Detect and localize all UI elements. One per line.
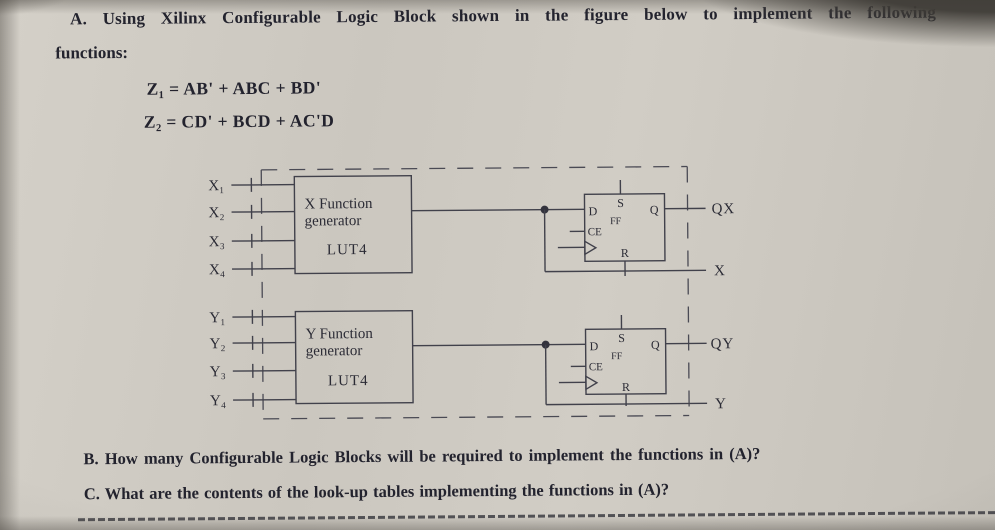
question-b-line: B. How many Configurable Logic Blocks wi… — [83, 444, 760, 469]
clb-boundary-right — [686, 166, 690, 416]
y-input-label-2: Y₂ — [209, 336, 225, 352]
question-a-label: A. — [69, 9, 88, 29]
x-ff-s-label: S — [617, 196, 624, 210]
y-gen-to-ff-line — [412, 343, 586, 347]
clb-diagram: X₁ X₂ X₃ X₄ X Function generator LUT4 — [208, 165, 736, 420]
y-ff-ce-label: CE — [589, 361, 603, 373]
y-ff-r-label: R — [622, 380, 630, 394]
x-ff-ce-label: CE — [588, 226, 602, 238]
bottom-dashed-separator — [77, 511, 995, 522]
x-input-label-2: X₂ — [208, 205, 224, 221]
equation-z2: Z₂ = CD' + BCD + AC'D — [143, 110, 335, 132]
qx-output-label: QX — [712, 201, 736, 217]
clb-boundary-bottom — [263, 414, 690, 420]
y-input-label-1: Y₁ — [209, 310, 225, 326]
x-input-label-4: X₄ — [209, 262, 225, 278]
y-input-label-4: Y₄ — [210, 393, 226, 409]
y-ff-q-label: Q — [651, 338, 660, 352]
question-c-line: C. What are the contents of the look-up … — [84, 480, 669, 505]
x-ff-r-label: R — [621, 246, 629, 260]
clb-boundary-top — [261, 165, 688, 171]
x-ff-label: FF — [610, 216, 622, 227]
y-generator-line1: Y Function — [305, 326, 373, 343]
y-output-label: Y — [715, 396, 727, 412]
x-output-label: X — [714, 263, 726, 279]
equation-z1: Z₁ = AB' + ABC + BD' — [146, 77, 322, 99]
question-b-text: How many Configurable Logic Blocks will … — [104, 443, 761, 469]
y-ff-s-label: S — [618, 331, 625, 345]
x-ff-d-label: D — [589, 204, 598, 218]
question-a-text: Using Xilinx Configurable Logic Block sh… — [102, 2, 937, 29]
y-ff-d-label: D — [590, 339, 599, 353]
question-a-line2: functions: — [55, 42, 129, 63]
question-b-label: B. — [83, 449, 99, 469]
y-generator-line2: generator — [306, 343, 363, 359]
x-ff-q-label: Q — [650, 203, 659, 217]
y-ff-label: FF — [611, 351, 623, 362]
x-input-label-1: X₁ — [208, 178, 224, 194]
clb-boundary-left — [260, 169, 264, 419]
question-c-label: C. — [83, 484, 100, 504]
y-generator-lut4: LUT4 — [328, 373, 369, 389]
x-input-label-3: X₃ — [209, 234, 225, 250]
question-a-line1: A. Using Xilinx Configurable Logic Block… — [70, 3, 936, 30]
x-ff-clock-triangle-icon — [584, 240, 598, 256]
qy-output-label: QY — [711, 336, 735, 352]
x-generator-line1: X Function — [304, 196, 373, 213]
x-generator-line2: generator — [305, 213, 362, 229]
x-generator-lut4: LUT4 — [327, 242, 368, 258]
question-c-text: What are the contents of the look-up tab… — [104, 479, 670, 504]
x-gen-to-ff-line — [411, 208, 585, 212]
y-input-label-3: Y₃ — [210, 364, 226, 380]
y-ff-clock-triangle-icon — [585, 375, 599, 391]
